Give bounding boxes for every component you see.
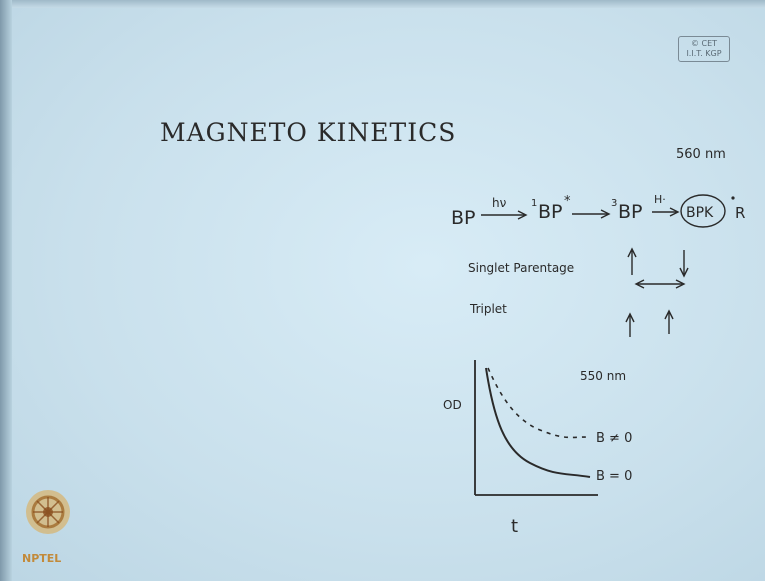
triplet-note: Triplet (469, 302, 507, 316)
singlet-bp: BP (538, 201, 563, 223)
nptel-logo-text: NPTEL (22, 552, 61, 565)
singlet-parentage-note: Singlet Parentage (468, 261, 574, 275)
spin-arrows (625, 247, 689, 337)
graph-axes (474, 360, 598, 496)
board-left-edge (0, 0, 12, 581)
page-title: MAGNETO KINETICS (160, 118, 457, 147)
excitation-arrow (481, 210, 528, 220)
bpk-radical: BPK (686, 205, 714, 221)
triplet-superscript: 3 (611, 198, 617, 209)
singlet-superscript: 1 (531, 198, 537, 209)
curve-field-off (485, 367, 591, 478)
h-radical-label: H· (654, 193, 666, 206)
curve-field-on (487, 367, 589, 439)
wavelength-label-top: 560 nm (676, 147, 726, 162)
nptel-logo: NPTEL (20, 482, 90, 572)
abstraction-arrow (652, 207, 680, 217)
graph-y-label: OD (443, 398, 462, 412)
stamp-line-1: © CET (690, 39, 718, 48)
copyright-stamp: © CET I.I.T. KGP (678, 36, 730, 62)
r-radical: R (735, 204, 745, 222)
radical-dot (731, 196, 735, 200)
nptel-emblem-icon: NPTEL (22, 490, 70, 565)
board-top-edge (0, 0, 765, 10)
graph-x-label: t (511, 516, 518, 537)
radical-circle (680, 194, 726, 228)
curve-label-field-off: B = 0 (596, 469, 632, 484)
triplet-bp: BP (618, 201, 643, 223)
isc-arrow (572, 209, 611, 219)
hv-label: hν (492, 196, 507, 210)
whiteboard (12, 8, 765, 581)
wavelength-label-graph: 550 nm (580, 369, 626, 383)
stamp-line-2: I.I.T. KGP (686, 49, 722, 58)
excited-star: * (564, 194, 571, 209)
ground-state-bp: BP (451, 207, 476, 229)
curve-label-field-on: B ≠ 0 (596, 431, 632, 446)
